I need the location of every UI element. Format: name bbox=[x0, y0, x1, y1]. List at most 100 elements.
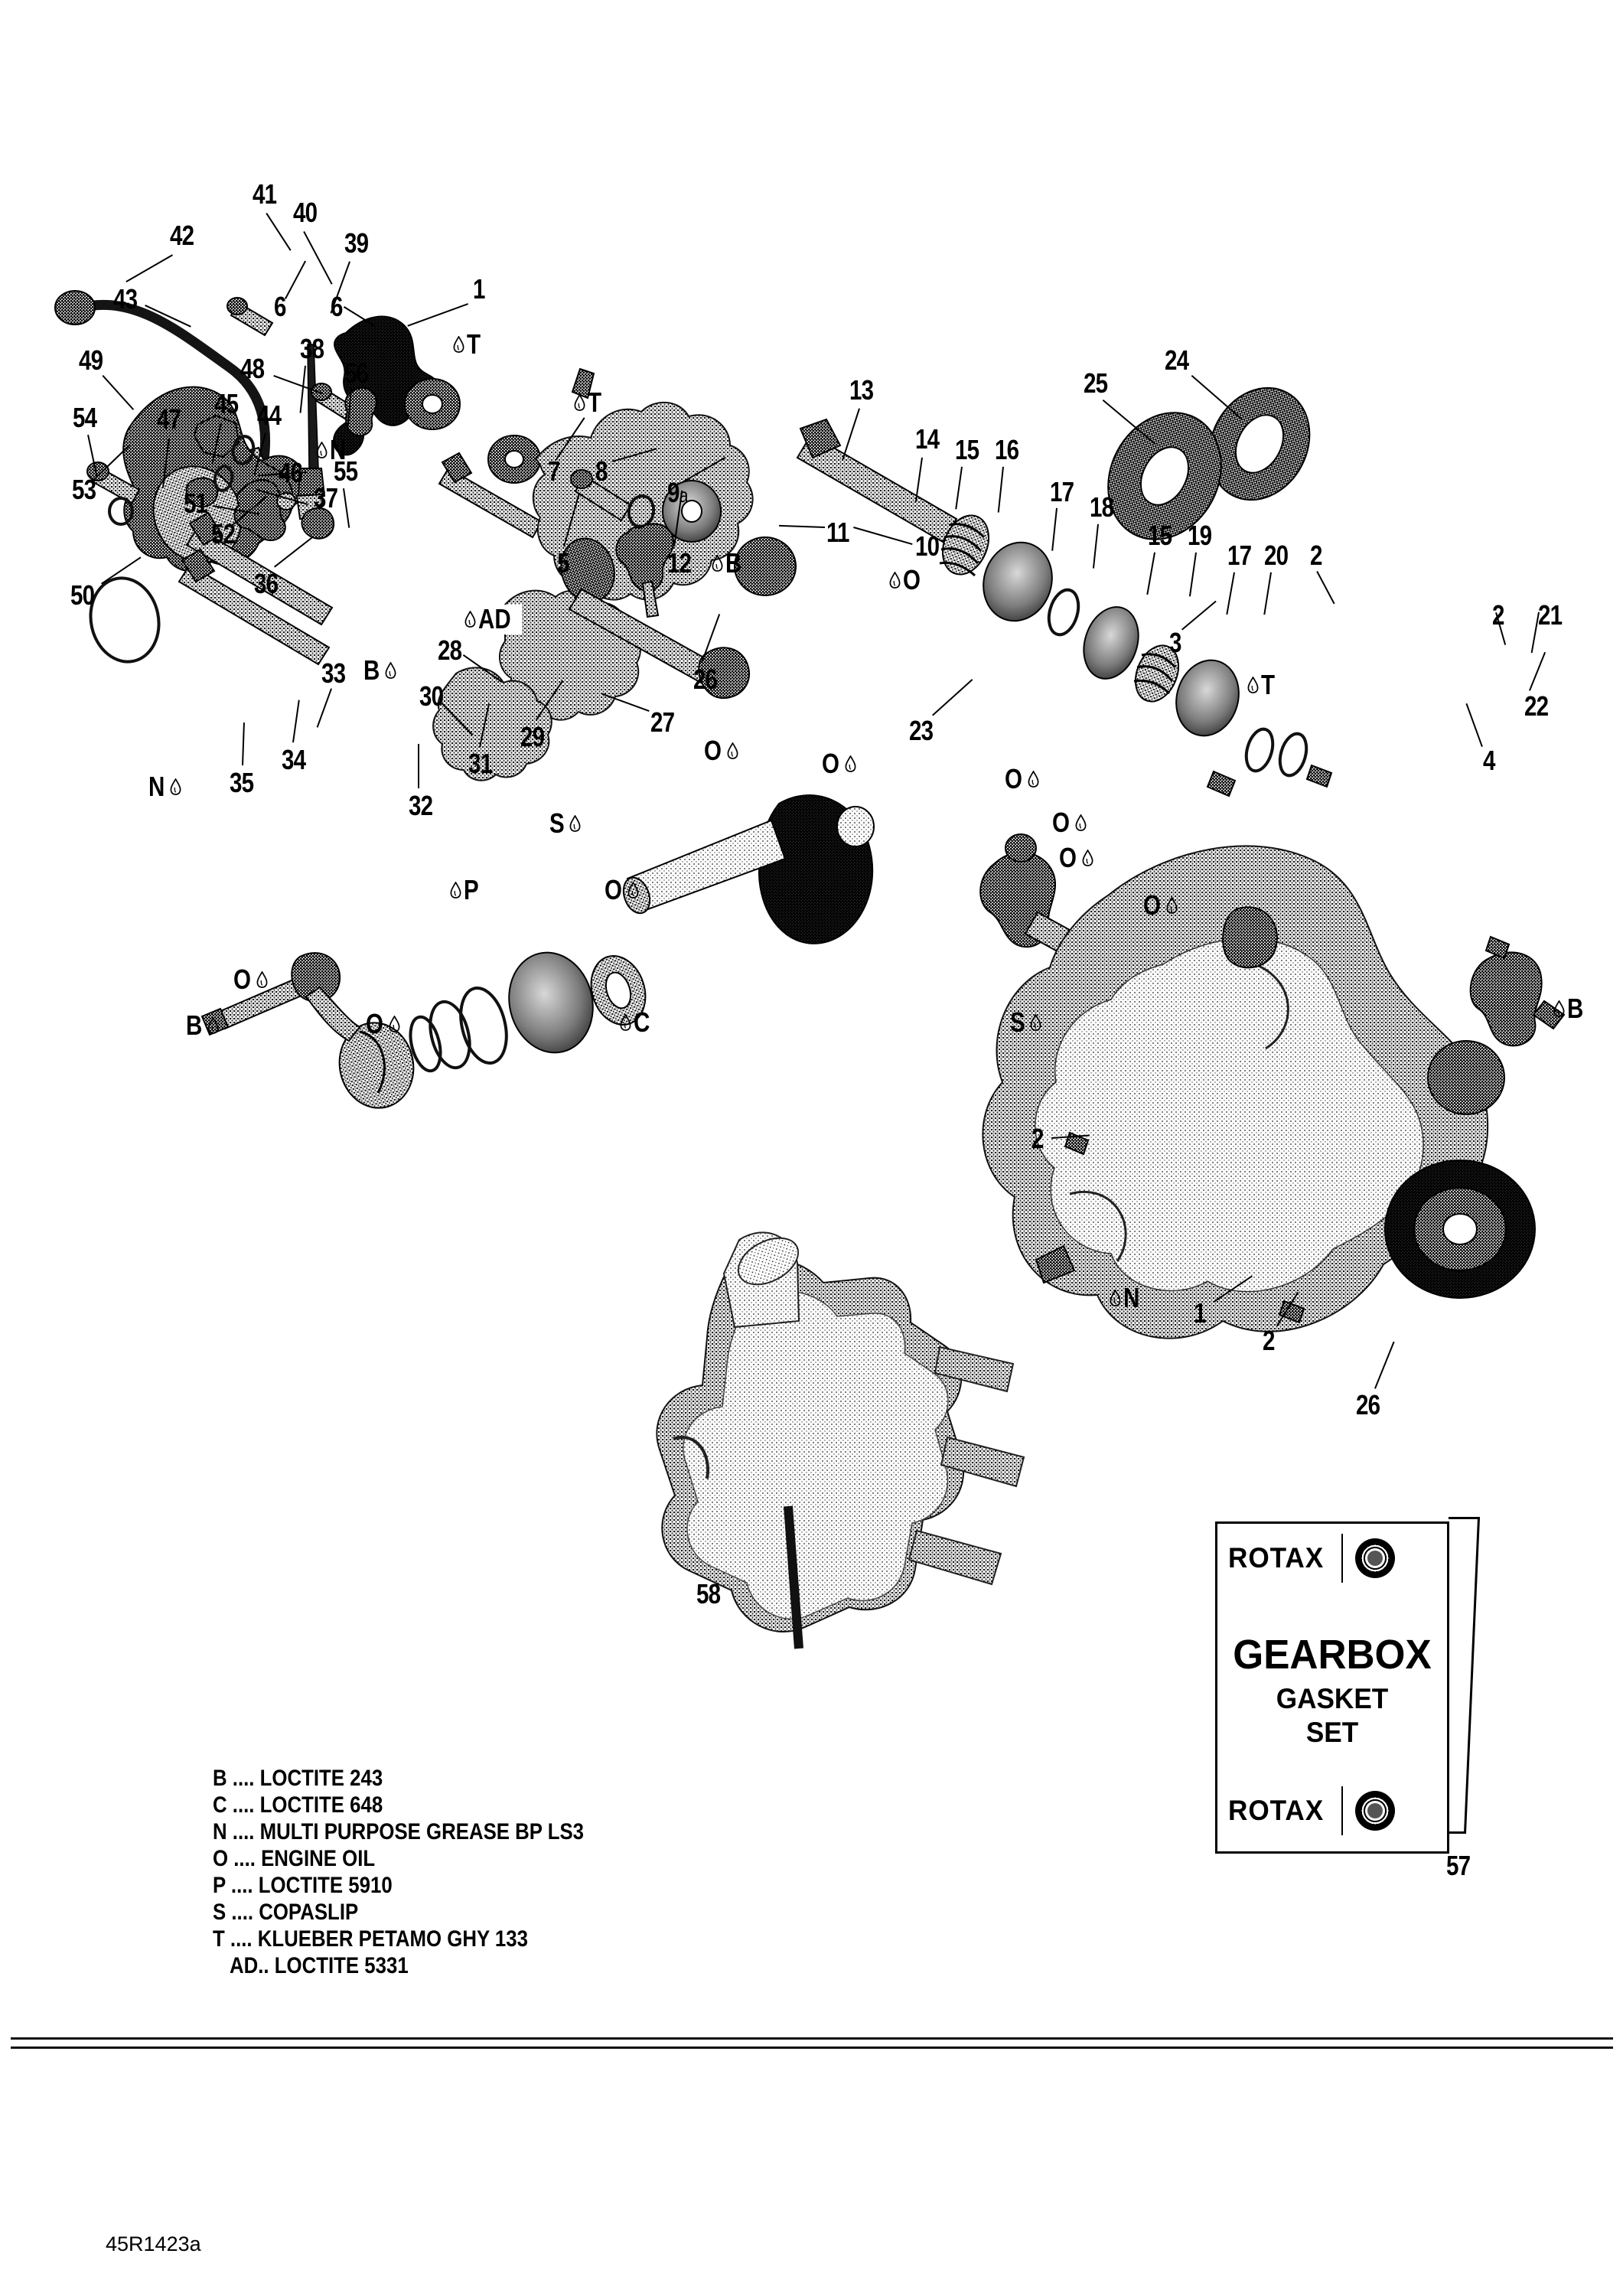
part-46-washer bbox=[213, 465, 234, 492]
legend-value: MULTI PURPOSE GREASE BP LS3 bbox=[259, 1819, 585, 1844]
callout-13: 13 bbox=[849, 374, 874, 406]
part-48-shaft bbox=[295, 344, 326, 520]
legend-key: P .... bbox=[213, 1873, 253, 1898]
lubricant-droplet-icon bbox=[1075, 814, 1087, 831]
legend-value: COPASLIP bbox=[259, 1900, 359, 1925]
lubricant-marker-o: O bbox=[1005, 765, 1039, 793]
legend-key: AD.. bbox=[230, 1953, 269, 1978]
lubricant-droplet-icon bbox=[845, 755, 856, 772]
callout-52: 52 bbox=[211, 518, 236, 550]
callout-55: 55 bbox=[334, 455, 358, 487]
lubricant-droplet-icon bbox=[385, 662, 396, 679]
legend-row-t: T .... KLUEBER PETAMO GHY 133 bbox=[213, 1926, 584, 1952]
legend-key: N .... bbox=[213, 1819, 255, 1844]
callout-8: 8 bbox=[595, 455, 608, 487]
callout-9a: 9a bbox=[667, 477, 688, 508]
part-44-washer bbox=[231, 435, 256, 465]
gasket-title-line1: GEARBOX bbox=[1233, 1632, 1432, 1678]
lubricant-droplet-icon bbox=[627, 882, 639, 899]
callout-46: 46 bbox=[279, 457, 303, 488]
part-58-assembled-gearbox bbox=[656, 1231, 1025, 1649]
callout-42: 42 bbox=[170, 220, 194, 251]
callout-2: 2 bbox=[1031, 1123, 1044, 1154]
lubricant-code: N bbox=[330, 434, 347, 465]
part-21-bracket bbox=[1469, 951, 1543, 1047]
part-28-gear bbox=[508, 951, 594, 1054]
part-6-bearing-a bbox=[404, 378, 461, 430]
lubricant-droplet-icon bbox=[1082, 850, 1093, 866]
part-8-washer bbox=[627, 494, 656, 528]
part-19-gear bbox=[1175, 659, 1240, 737]
rotax-wordmark-bottom: ROTAX bbox=[1228, 1795, 1325, 1826]
callout-51: 51 bbox=[184, 488, 208, 519]
part-15-synchro-b bbox=[1133, 644, 1179, 703]
part-30-ring bbox=[429, 1000, 471, 1070]
part-22-bolt bbox=[1532, 1000, 1566, 1030]
lubricant-droplet-icon bbox=[727, 742, 738, 759]
legend-row-p: P .... LOCTITE 5910 bbox=[213, 1872, 584, 1899]
legend-key: O .... bbox=[213, 1846, 256, 1871]
legend-key: C .... bbox=[213, 1792, 255, 1818]
lubricant-code: S bbox=[1010, 1006, 1025, 1038]
lubricant-code: N bbox=[148, 771, 165, 802]
lubricant-code: O bbox=[1059, 842, 1077, 873]
legend-row-n: N .... MULTI PURPOSE GREASE BP LS3 bbox=[213, 1818, 584, 1845]
lubricant-droplet-icon bbox=[207, 1017, 219, 1034]
lubricant-marker-o: O bbox=[233, 966, 268, 993]
callout-18: 18 bbox=[1090, 491, 1114, 523]
lubricant-code: O bbox=[704, 735, 722, 766]
logo-divider-bottom bbox=[1341, 1786, 1343, 1835]
gasket-set-title: GEARBOX GASKET SET bbox=[1217, 1631, 1447, 1749]
legend-value: LOCTITE 5331 bbox=[274, 1953, 409, 1978]
callout-2: 2 bbox=[1310, 540, 1322, 571]
callout-17: 17 bbox=[1050, 476, 1074, 507]
lubricant-droplet-icon bbox=[170, 778, 181, 795]
callout-16: 16 bbox=[995, 434, 1019, 465]
lubricant-code: N bbox=[1123, 1282, 1140, 1313]
part-3-bolt bbox=[1206, 770, 1237, 797]
part-47-piece bbox=[185, 477, 219, 508]
part-41-screw bbox=[227, 297, 274, 337]
part-26-bevel-gear-center bbox=[622, 794, 875, 944]
lubricant-code: T bbox=[467, 328, 481, 360]
callout-7: 7 bbox=[548, 455, 560, 487]
rotax-roundel-icon-bottom bbox=[1354, 1791, 1395, 1831]
lubricant-code: AD bbox=[478, 603, 511, 634]
logo-divider-top bbox=[1341, 1534, 1343, 1583]
lubricant-droplet-icon bbox=[450, 882, 461, 899]
part-56-sensor bbox=[344, 386, 378, 436]
callout-23: 23 bbox=[909, 715, 934, 746]
callout-58: 58 bbox=[696, 1578, 721, 1609]
callout-1: 1 bbox=[1194, 1297, 1206, 1329]
lubricant-droplet-icon bbox=[1030, 1014, 1041, 1031]
lubricant-marker-b: B bbox=[712, 550, 745, 577]
callout-3: 3 bbox=[1169, 627, 1181, 658]
callout-10: 10 bbox=[915, 530, 940, 562]
callout-35: 35 bbox=[230, 767, 254, 798]
part-6-bearing-b bbox=[487, 435, 541, 484]
lubricant-marker-s: S bbox=[549, 810, 581, 837]
lubricant-code: O bbox=[233, 964, 251, 995]
footer-rule bbox=[11, 2037, 1613, 2049]
lubricant-code: O bbox=[1143, 889, 1161, 921]
gasket-title-line2: GASKET bbox=[1276, 1683, 1389, 1714]
part-36-bolt bbox=[178, 548, 331, 666]
lubricant-marker-ad: AD bbox=[463, 605, 522, 634]
callout-39: 39 bbox=[344, 227, 369, 259]
part-53-washer bbox=[108, 497, 134, 526]
callout-28: 28 bbox=[438, 634, 462, 666]
callout-48: 48 bbox=[240, 353, 265, 384]
callout-19: 19 bbox=[1188, 520, 1212, 551]
lubricant-marker-o: O bbox=[366, 1010, 400, 1038]
lubricant-code: O bbox=[903, 564, 921, 595]
callout-41: 41 bbox=[253, 178, 277, 210]
drawing-code: 45R1423a bbox=[106, 2232, 201, 2255]
part-17-circlip-b bbox=[1244, 727, 1275, 773]
part-27-bearing bbox=[590, 955, 647, 1026]
lubricant-droplet-icon bbox=[889, 572, 901, 589]
lubricant-droplet-icon bbox=[712, 555, 723, 572]
legend-row-ad: AD.. LOCTITE 5331 bbox=[230, 1952, 586, 1979]
part-31-ring bbox=[409, 1015, 442, 1073]
callout-47: 47 bbox=[157, 403, 181, 435]
lubricant-droplet-icon bbox=[1166, 897, 1178, 914]
